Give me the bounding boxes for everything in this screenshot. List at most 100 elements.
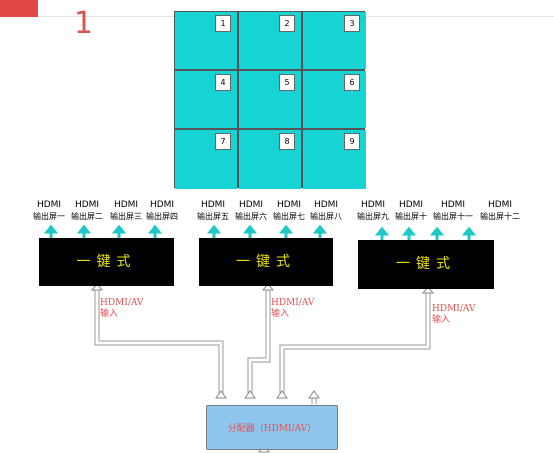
output-screen-name: 输出屏三 (110, 212, 142, 221)
output-type: HDMI (74, 200, 100, 210)
input-text: 输入 (100, 309, 119, 319)
output-arrow (147, 224, 163, 238)
input-arrow (421, 286, 435, 294)
switch-box-label: 一键式 (236, 254, 296, 270)
output-label: HDMI 输出屏十一 (431, 199, 475, 222)
output-label: HDMI 输出屏八 (304, 199, 348, 222)
switch-box-label: 一键式 (396, 256, 456, 272)
screen-tile: 7 (175, 130, 237, 189)
input-cable (94, 286, 220, 394)
input-type: HDMI/AV (100, 298, 144, 308)
output-arrow (401, 226, 417, 240)
switch-box: 一键式 (199, 238, 333, 286)
output-type: HDMI (313, 200, 339, 210)
output-arrow (312, 224, 328, 238)
tile-number: 7 (215, 133, 231, 150)
output-screen-name: 输出屏四 (146, 212, 178, 221)
input-arrow (261, 283, 275, 291)
slide-number: 1 (74, 6, 94, 41)
corner-accent (0, 0, 38, 17)
output-label: HDMI 输出屏七 (267, 199, 311, 222)
output-label: HDMI 输出屏五 (191, 199, 235, 222)
output-label: HDMI 输出屏四 (140, 199, 184, 222)
screen-tile: 2 (239, 12, 301, 69)
output-screen-name: 输出屏七 (273, 212, 305, 221)
output-type: HDMI (276, 200, 302, 210)
input-text: 输入 (432, 315, 451, 325)
output-arrow (111, 224, 127, 238)
output-screen-name: 输出屏八 (310, 212, 342, 221)
output-type: HDMI (440, 200, 466, 210)
screen-tile: 1 (175, 12, 237, 69)
tile-number: 2 (279, 15, 295, 32)
screen-tile: 5 (239, 71, 301, 128)
output-screen-name: 输出屏一 (33, 212, 65, 221)
input-cable (283, 289, 431, 394)
output-arrow (76, 224, 92, 238)
output-screen-name: 输出屏六 (235, 212, 267, 221)
output-screen-name: 输出屏十一 (433, 212, 473, 221)
output-arrow (461, 226, 477, 240)
output-arrow (429, 226, 445, 240)
output-label: HDMI 输出屏十 (389, 199, 433, 222)
output-screen-name: 输出屏十二 (480, 212, 520, 221)
video-wall: 1 2 3 4 5 6 7 8 9 (174, 11, 366, 189)
input-cable (247, 286, 267, 394)
output-arrow (206, 224, 222, 238)
screen-tile: 9 (303, 130, 366, 189)
output-type: HDMI (487, 200, 513, 210)
output-type: HDMI (398, 200, 424, 210)
input-type: HDMI/AV (271, 298, 315, 308)
screen-tile: 8 (239, 130, 301, 189)
screen-tile: 4 (175, 71, 237, 128)
splitter-port-arrow (215, 390, 227, 399)
screen-tile: 6 (303, 71, 366, 128)
output-label: HDMI 输出屏三 (104, 199, 148, 222)
input-cable (279, 289, 427, 394)
output-label: HDMI 输出屏六 (229, 199, 273, 222)
output-type: HDMI (200, 200, 226, 210)
switch-box: 一键式 (39, 238, 174, 286)
output-screen-name: 输出屏十 (395, 212, 427, 221)
tile-number: 6 (344, 74, 360, 91)
tile-number: 4 (215, 74, 231, 91)
output-type: HDMI (113, 200, 139, 210)
output-arrow (278, 224, 294, 238)
input-cable (251, 286, 271, 394)
output-label: HDMI 输出屏二 (65, 199, 109, 222)
output-type: HDMI (149, 200, 175, 210)
output-label: HDMI 输出屏九 (351, 199, 395, 222)
tile-number: 1 (215, 15, 231, 32)
splitter-port-arrow (276, 390, 288, 399)
output-screen-name: 输出屏五 (197, 212, 229, 221)
output-screen-name: 输出屏九 (357, 212, 389, 221)
switch-box: 一键式 (358, 240, 494, 289)
output-arrow (374, 226, 390, 240)
switch-box-label: 一键式 (76, 254, 137, 270)
tile-number: 8 (279, 133, 295, 150)
screen-tile: 3 (303, 12, 366, 69)
input-type: HDMI/AV (432, 304, 476, 314)
splitter-port-arrow (244, 390, 256, 399)
output-type: HDMI (360, 200, 386, 210)
tile-number: 5 (279, 74, 295, 91)
input-cable (98, 286, 224, 394)
output-label: HDMI 输出屏十二 (478, 199, 522, 222)
splitter-box: 分配器（HDMI/AV） (206, 405, 338, 450)
splitter-label: 分配器（HDMI/AV） (227, 424, 317, 434)
splitter-port-arrow (308, 390, 320, 399)
tile-number: 9 (344, 133, 360, 150)
input-arrow (90, 283, 104, 291)
tile-number: 3 (344, 15, 360, 32)
output-arrow (43, 224, 59, 238)
output-screen-name: 输出屏二 (71, 212, 103, 221)
output-type: HDMI (36, 200, 62, 210)
input-text: 输入 (271, 309, 290, 319)
output-arrow (242, 224, 258, 238)
output-label: HDMI 输出屏一 (27, 199, 71, 222)
output-type: HDMI (238, 200, 264, 210)
